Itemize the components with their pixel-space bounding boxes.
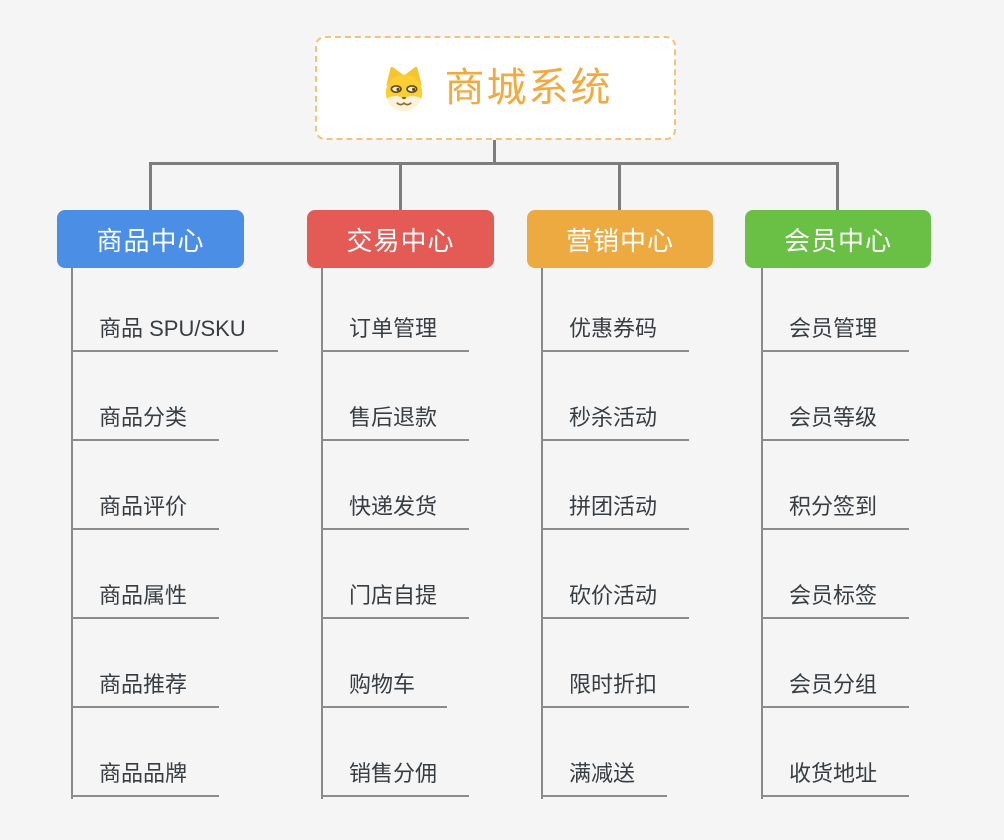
branch-label: 营销中心	[565, 225, 674, 256]
leaf-node[interactable]: 商品品牌	[71, 756, 220, 797]
leaf-node[interactable]: 商品属性	[71, 578, 220, 619]
leaf-node[interactable]: 快递发货	[321, 489, 470, 530]
branch-label: 交易中心	[346, 225, 455, 256]
leaf-node[interactable]: 门店自提	[321, 578, 470, 619]
leaf-node[interactable]: 商品评价	[71, 489, 220, 530]
branch-node-member-center[interactable]: 会员中心	[745, 210, 931, 268]
branch-node-marketing-center[interactable]: 营销中心	[527, 210, 713, 268]
leaf-trunk-connector	[321, 268, 323, 799]
leaf-node[interactable]: 秒杀活动	[541, 400, 690, 441]
leaf-column-marketing: 优惠券码 秒杀活动 拼团活动 砍价活动 限时折扣 满减送	[541, 263, 791, 797]
leaf-node[interactable]: 售后退款	[321, 400, 470, 441]
branch-label: 会员中心	[783, 225, 892, 256]
branch-node-product-center[interactable]: 商品中心	[57, 210, 244, 268]
branch-horizontal-connector	[149, 162, 839, 165]
leaf-node[interactable]: 收货地址	[761, 756, 910, 797]
leaf-trunk-connector	[71, 268, 73, 799]
branch-drop-connector	[399, 162, 402, 211]
leaf-column-product: 商品 SPU/SKU 商品分类 商品评价 商品属性 商品推荐 商品品牌	[71, 263, 321, 797]
leaf-node[interactable]: 拼团活动	[541, 489, 690, 530]
leaf-node[interactable]: 满减送	[541, 756, 668, 797]
leaf-column-member: 会员管理 会员等级 积分签到 会员标签 会员分组 收货地址	[761, 263, 1004, 797]
leaf-node[interactable]: 订单管理	[321, 311, 470, 352]
leaf-node[interactable]: 商品 SPU/SKU	[71, 311, 278, 352]
leaf-column-trade: 订单管理 售后退款 快递发货 门店自提 购物车 销售分佣	[321, 263, 571, 797]
branch-label: 商品中心	[96, 225, 205, 256]
branch-drop-connector	[149, 162, 152, 211]
branch-node-trade-center[interactable]: 交易中心	[307, 210, 494, 268]
leaf-node[interactable]: 会员分组	[761, 667, 910, 708]
leaf-node[interactable]: 优惠券码	[541, 311, 690, 352]
leaf-node[interactable]: 砍价活动	[541, 578, 690, 619]
leaf-node[interactable]: 限时折扣	[541, 667, 690, 708]
leaf-node[interactable]: 积分签到	[761, 489, 910, 530]
leaf-node[interactable]: 会员管理	[761, 311, 910, 352]
shiba-dog-icon	[385, 66, 422, 111]
leaf-node[interactable]: 会员等级	[761, 400, 910, 441]
branch-drop-connector	[618, 162, 621, 211]
root-title: 商城系统	[444, 66, 613, 110]
leaf-node[interactable]: 商品分类	[71, 400, 220, 441]
leaf-node[interactable]: 销售分佣	[321, 756, 470, 797]
leaf-node[interactable]: 购物车	[321, 667, 448, 708]
root-stem-connector	[493, 140, 496, 164]
leaf-node[interactable]: 商品推荐	[71, 667, 220, 708]
root-node[interactable]: 商城系统	[315, 36, 676, 140]
branch-drop-connector	[836, 162, 839, 211]
leaf-trunk-connector	[541, 268, 543, 799]
leaf-trunk-connector	[761, 268, 763, 799]
leaf-node[interactable]: 会员标签	[761, 578, 910, 619]
